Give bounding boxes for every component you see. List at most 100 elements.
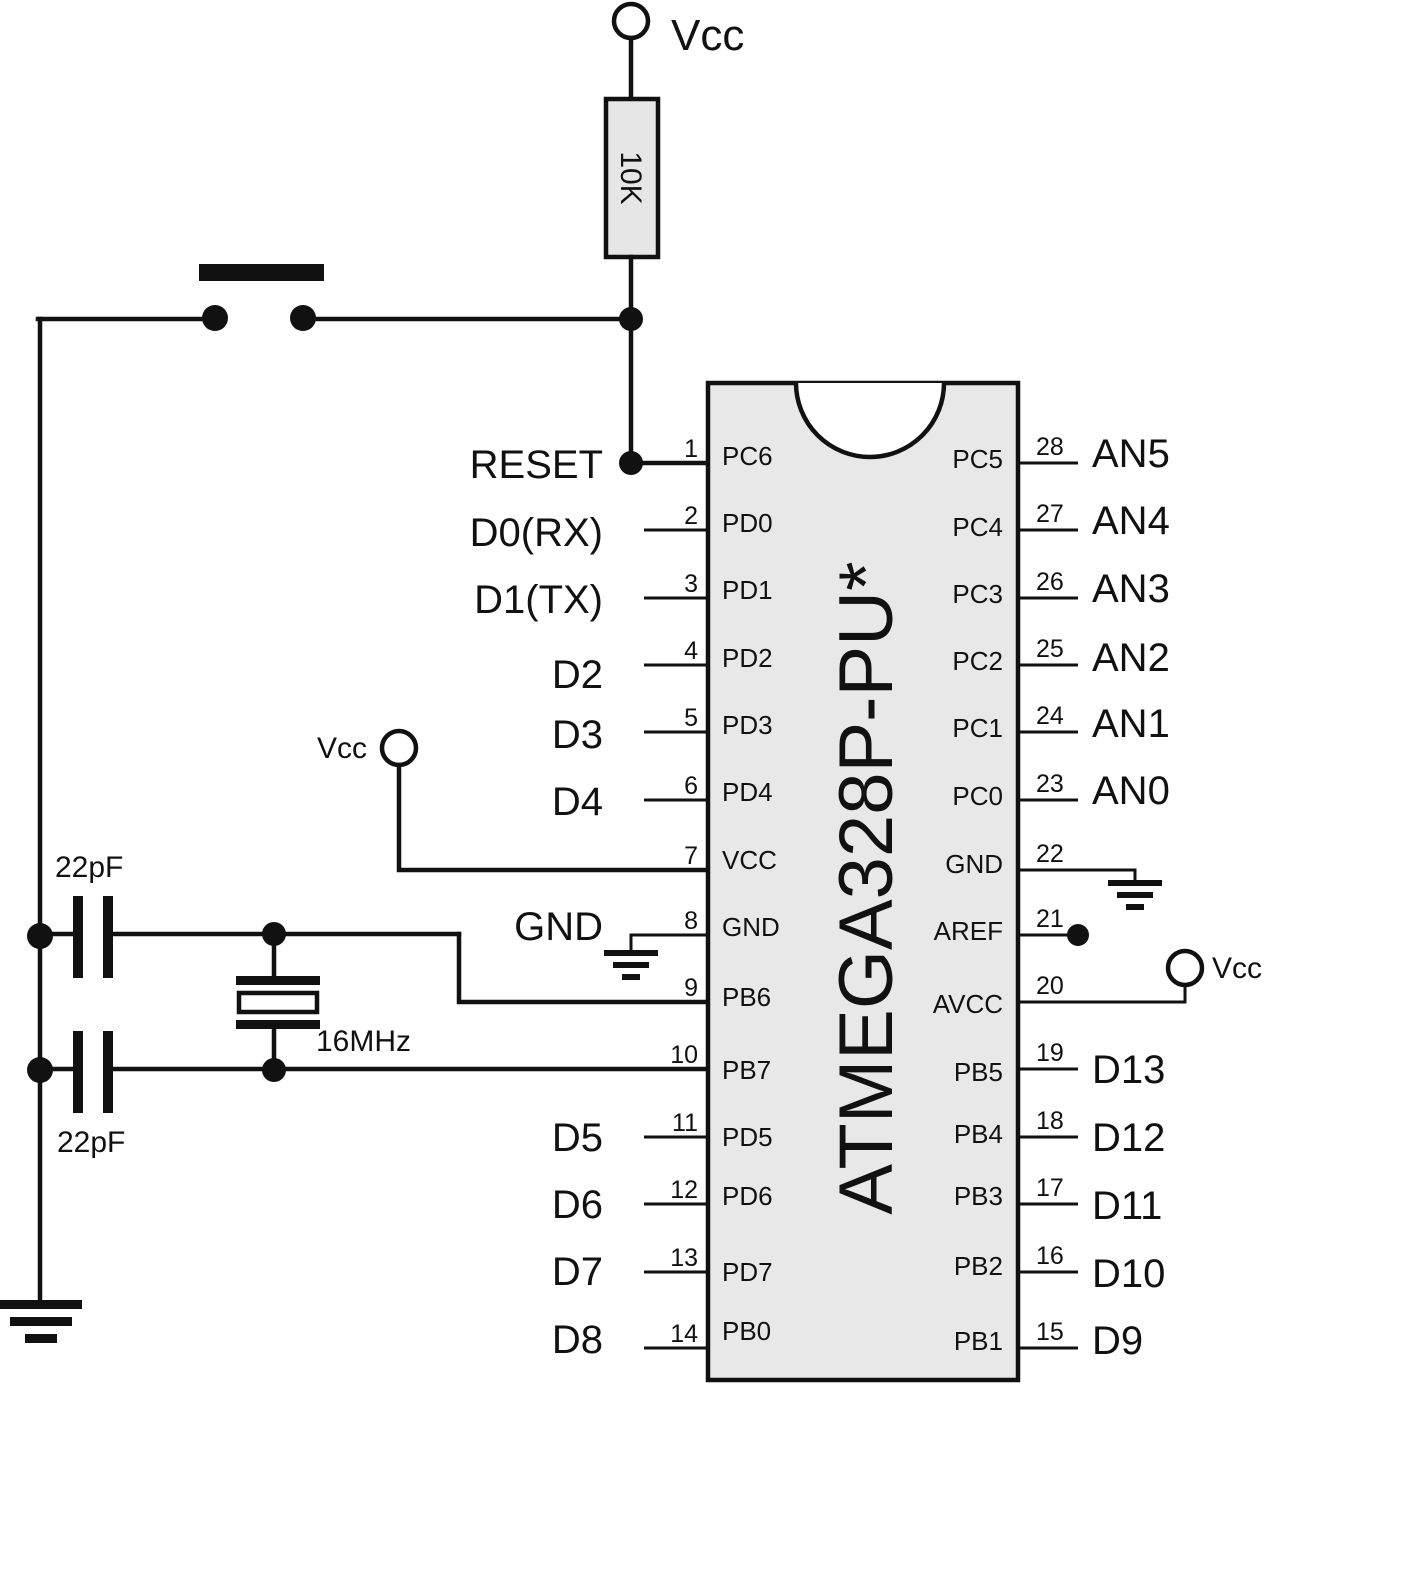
pin-name: PB5 — [954, 1057, 1003, 1087]
pin-signal-label: AN0 — [1092, 769, 1170, 813]
pin-name: PD1 — [722, 575, 773, 605]
crystal-body — [236, 990, 320, 1015]
pin-name: PD5 — [722, 1122, 773, 1152]
pin-name: PB3 — [954, 1181, 1003, 1211]
pin-signal-label: AN1 — [1092, 702, 1170, 746]
ground-symbol-left — [0, 1300, 82, 1343]
chip-notch — [793, 382, 947, 460]
cap-bottom-label: 22pF — [57, 1126, 125, 1159]
pin-name: PD3 — [722, 710, 773, 740]
pin-signal-label: AN2 — [1092, 636, 1170, 680]
pin-signal-label: D13 — [1092, 1048, 1165, 1092]
cap-bottom-plate-2 — [103, 1031, 113, 1113]
pin-signal-label: RESET — [470, 443, 603, 487]
pin-number: 1 — [684, 435, 698, 463]
pin-signal-label: D12 — [1092, 1116, 1165, 1160]
pin-signal-label: AN5 — [1092, 432, 1170, 476]
chip-body — [705, 380, 1021, 1383]
pin-name: PD4 — [722, 777, 773, 807]
pin-signal-label: D2 — [552, 653, 603, 697]
pin-number: 20 — [1036, 972, 1064, 1000]
gnd-label-pin8: GND — [514, 905, 603, 949]
pin-number: 13 — [670, 1244, 698, 1272]
pin-name: PB7 — [722, 1055, 771, 1085]
vcc-terminal-top — [611, 1, 651, 41]
pin-name: PD6 — [722, 1181, 773, 1211]
pin-number: 21 — [1036, 905, 1064, 933]
pin-number: 27 — [1036, 500, 1064, 528]
vcc-label-avcc: Vcc — [1212, 952, 1262, 985]
pin-number: 4 — [684, 637, 698, 665]
pin-number: 5 — [684, 704, 698, 732]
pin-number: 15 — [1036, 1318, 1064, 1346]
pin-name: PB4 — [954, 1119, 1003, 1149]
pin-signal-label: D9 — [1092, 1319, 1143, 1363]
chip-name: ATMEGA328P-PU* — [824, 561, 909, 1214]
pin-name: AVCC — [933, 989, 1003, 1019]
ground-symbol-pin22 — [1108, 880, 1162, 910]
pin-signal-label: D8 — [552, 1318, 603, 1362]
pin-name: GND — [722, 912, 780, 942]
pin-number: 24 — [1036, 702, 1064, 730]
pin-signal-label: D10 — [1092, 1252, 1165, 1296]
pin-number: 17 — [1036, 1174, 1064, 1202]
resistor-label: 10K — [614, 151, 647, 204]
pin-signal-label: D3 — [552, 713, 603, 757]
pin-name: PB0 — [722, 1316, 771, 1346]
pin-name: PC2 — [952, 646, 1003, 676]
crystal-plate-bottom — [236, 1020, 320, 1029]
pin-signal-label: D11 — [1092, 1184, 1162, 1228]
pin-name: PC4 — [952, 512, 1003, 542]
pin-number: 8 — [684, 907, 698, 935]
cap-top-plate-2 — [103, 896, 113, 978]
pin-name: PC5 — [952, 444, 1003, 474]
pin-number: 14 — [670, 1320, 698, 1348]
pin-signal-label: D4 — [552, 780, 603, 824]
pin-signal-label: D5 — [552, 1116, 603, 1160]
pin-name: AREF — [934, 916, 1003, 946]
vcc-terminal-avcc — [1165, 948, 1205, 988]
aref-endpoint — [1067, 924, 1089, 946]
pin-number: 12 — [670, 1176, 698, 1204]
pin-name: GND — [945, 849, 1003, 879]
wire-vcc-pin7 — [396, 762, 711, 873]
crystal-plate-top — [236, 976, 320, 985]
pin-name: PD2 — [722, 643, 773, 673]
ground-symbol-pin8 — [604, 950, 658, 980]
pin-name: PC6 — [722, 441, 773, 471]
vcc-label-top: Vcc — [671, 11, 744, 60]
pin-signal-label: AN3 — [1092, 567, 1170, 611]
cap-bottom-plate-1 — [73, 1031, 83, 1113]
pin-name: PD7 — [722, 1257, 773, 1287]
cap-top-plate-1 — [73, 896, 83, 978]
pin-name: PC3 — [952, 579, 1003, 609]
pin-number: 22 — [1036, 840, 1064, 868]
wire-pin8-gnd — [629, 933, 708, 952]
crystal-label: 16MHz — [316, 1025, 411, 1058]
pin-number: 16 — [1036, 1242, 1064, 1270]
pin-number: 28 — [1036, 433, 1064, 461]
pin-name: PD0 — [722, 508, 773, 538]
cap-top-label: 22pF — [55, 851, 123, 884]
pin-number: 19 — [1036, 1039, 1064, 1067]
pin-number: 11 — [672, 1109, 698, 1137]
pin-signal-label: D1(TX) — [474, 578, 603, 622]
pin-name: PB6 — [722, 982, 771, 1012]
vcc-label-pin7: Vcc — [317, 732, 367, 765]
pin-number: 18 — [1036, 1107, 1064, 1135]
pin-name: PC1 — [952, 713, 1003, 743]
junction-xtal-bottom — [262, 1058, 286, 1082]
pin-number: 9 — [684, 974, 698, 1002]
pin-number: 2 — [684, 502, 698, 530]
pin-name: PC0 — [952, 781, 1003, 811]
junction-reset-pin — [619, 451, 643, 475]
pin-signal-label: AN4 — [1092, 499, 1170, 543]
pin-number: 7 — [684, 842, 698, 870]
wire-pin20-avcc — [1018, 985, 1187, 1004]
pin-number: 23 — [1036, 770, 1064, 798]
pin-number: 10 — [670, 1041, 698, 1069]
pin-number: 26 — [1036, 568, 1064, 596]
